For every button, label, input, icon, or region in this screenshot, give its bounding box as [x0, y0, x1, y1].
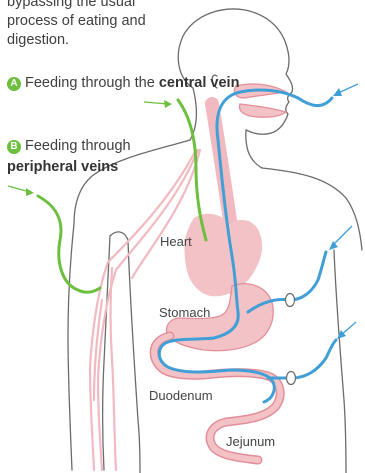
nasal-external-tube — [298, 98, 332, 106]
badge-b: B — [7, 140, 21, 154]
gastrostomy-port — [286, 294, 295, 307]
legend-b-prefix: Feeding through — [25, 138, 131, 154]
arrow-peripheral-vein — [8, 186, 34, 196]
caption-text: bypassing the usual process of eating an… — [7, 0, 167, 50]
arrow-gastrostomy — [329, 226, 352, 250]
label-jejunum: Jejunum — [226, 434, 275, 449]
arrow-nasal-tube — [333, 84, 358, 96]
badge-a: A — [7, 77, 21, 91]
arrow-jejunostomy — [337, 322, 356, 339]
legend-a-prefix: Feeding through the — [25, 75, 155, 91]
label-heart: Heart — [160, 234, 192, 249]
label-stomach: Stomach — [159, 305, 210, 320]
arrow-central-vein — [144, 100, 172, 108]
label-duodenum: Duodenum — [149, 388, 213, 403]
central-vein-catheter — [178, 100, 206, 240]
legend-a-emphasis: central vein — [159, 75, 240, 91]
legend-item-a: A Feeding through the central vein — [7, 73, 239, 94]
legend-item-b: B Feeding through peripheral veins — [7, 136, 157, 178]
jejunostomy-port — [287, 372, 296, 385]
legend-b-emphasis: peripheral veins — [7, 159, 118, 175]
jejunostomy-tube — [268, 340, 336, 378]
